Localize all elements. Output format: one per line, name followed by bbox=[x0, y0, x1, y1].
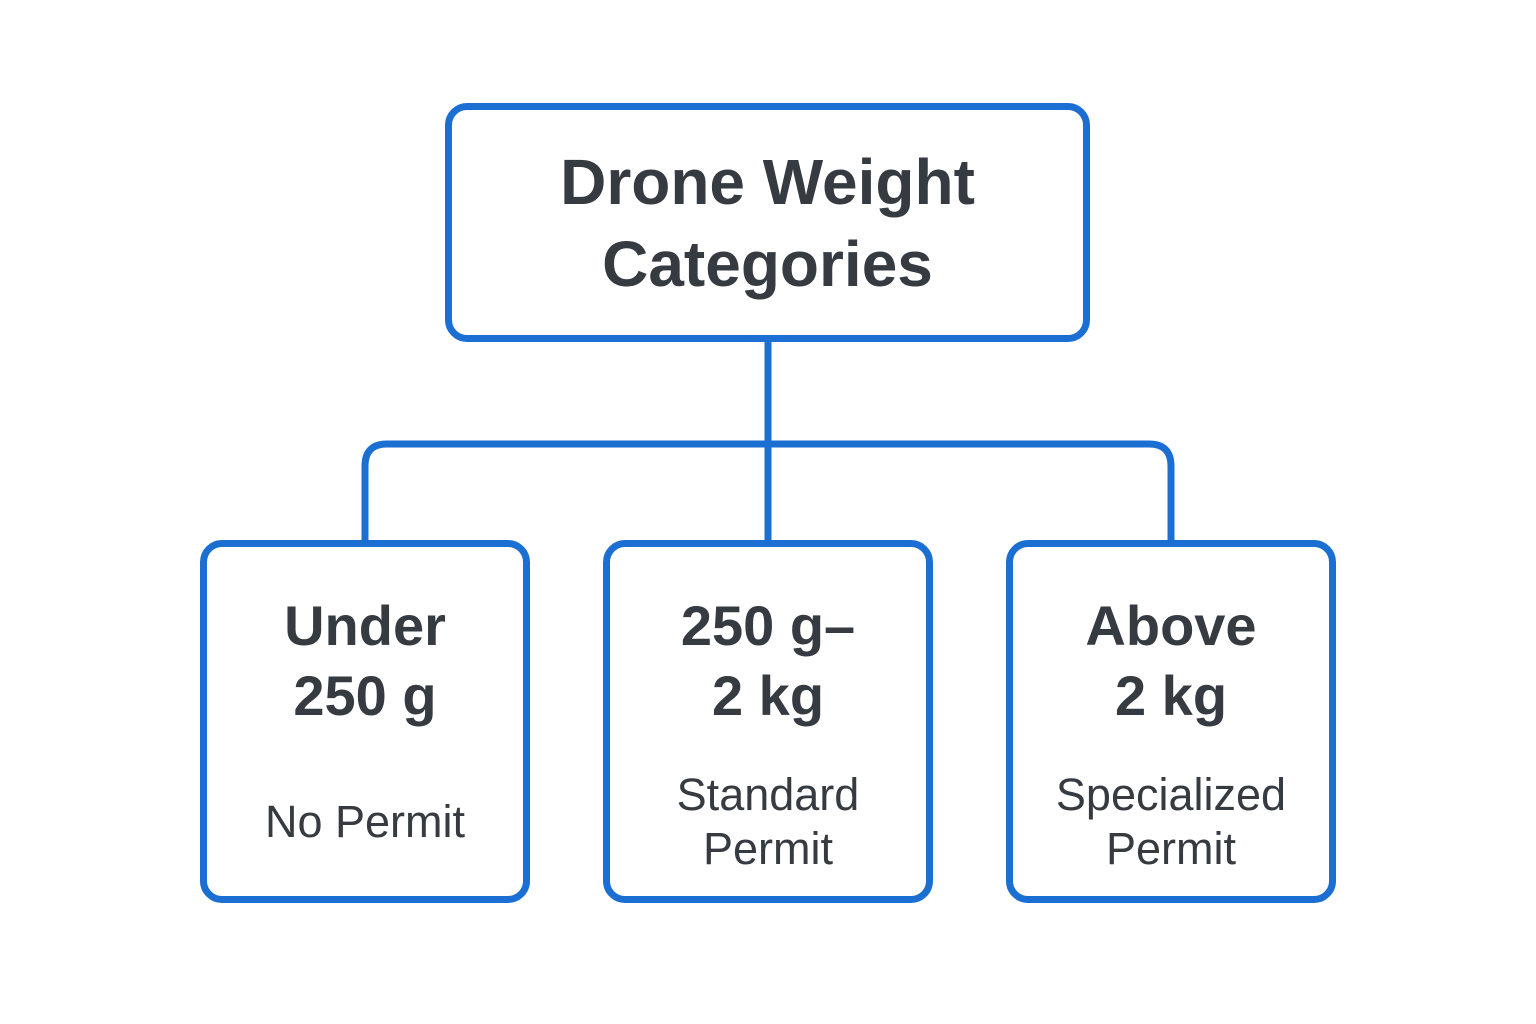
heading-line: 250 g bbox=[293, 664, 437, 727]
heading-line: 2 kg bbox=[711, 664, 825, 727]
node-subtitle: Specialized Permit bbox=[1056, 766, 1286, 878]
heading-line: Under bbox=[284, 594, 446, 657]
heading-line: Above bbox=[1085, 594, 1257, 657]
node-heading: Under 250 g bbox=[284, 591, 446, 731]
heading-line: 250 g– bbox=[680, 594, 856, 657]
connector-branch-bracket bbox=[361, 440, 1175, 543]
node-under-250g: Under 250 g No Permit bbox=[200, 540, 530, 903]
subtitle-line: No Permit bbox=[264, 796, 466, 847]
node-root-drone-weight-categories: Drone Weight Categories bbox=[445, 103, 1090, 342]
node-subtitle: Standard Permit bbox=[677, 766, 860, 878]
heading-line: 2 kg bbox=[1114, 664, 1228, 727]
subtitle-line: Permit bbox=[1105, 823, 1236, 874]
node-heading: Above 2 kg bbox=[1085, 591, 1256, 731]
subtitle-line: Permit bbox=[702, 823, 833, 874]
node-subtitle: No Permit bbox=[265, 766, 465, 878]
root-title-line-2: Categories bbox=[602, 227, 933, 300]
subtitle-line: Specialized bbox=[1055, 769, 1287, 820]
node-above-2kg: Above 2 kg Specialized Permit bbox=[1006, 540, 1336, 903]
node-heading: 250 g– 2 kg bbox=[681, 591, 855, 731]
subtitle-line: Standard bbox=[676, 769, 860, 820]
root-title-line-1: Drone Weight bbox=[560, 145, 975, 218]
node-250g-to-2kg: 250 g– 2 kg Standard Permit bbox=[603, 540, 933, 903]
